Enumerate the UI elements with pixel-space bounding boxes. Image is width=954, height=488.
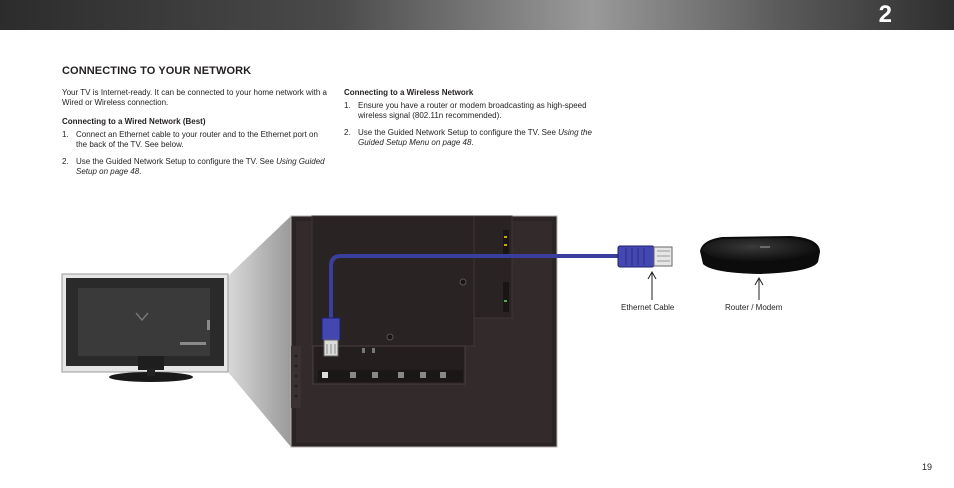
- wired-step-2-text: Use the Guided Network Setup to configur…: [76, 157, 277, 166]
- ethernet-cable: [321, 245, 673, 357]
- ethernet-cable-label: Ethernet Cable: [621, 303, 675, 312]
- intro-paragraph: Your TV is Internet-ready. It can be con…: [62, 88, 327, 107]
- wired-step-1-text: Connect an Ethernet cable to your router…: [76, 130, 318, 149]
- wireless-step-1: 1. Ensure you have a router or modem bro…: [344, 101, 587, 120]
- page-number: 19: [922, 462, 933, 472]
- chapter-number: 2: [878, 1, 892, 28]
- wireless-heading: Connecting to a Wireless Network: [344, 88, 474, 97]
- wired-step-2: 2. Use the Guided Network Setup to confi…: [62, 157, 325, 176]
- wireless-step-2-text: Use the Guided Network Setup to configur…: [358, 128, 559, 137]
- wireless-steps: 1. Ensure you have a router or modem bro…: [344, 101, 614, 148]
- router-modem-label: Router / Modem: [725, 303, 783, 312]
- router-pointer-arrow: [754, 276, 764, 286]
- header-bar: 2: [0, 0, 954, 30]
- wired-step-1: 1. Connect an Ethernet cable to your rou…: [62, 130, 318, 149]
- tv-rear-thumbnail: [61, 273, 229, 382]
- wireless-step-2: 2. Use the Guided Network Setup to confi…: [344, 128, 592, 147]
- section-title: CONNECTING TO YOUR NETWORK: [62, 65, 252, 77]
- wireless-column: Connecting to a Wireless Network 1. Ensu…: [344, 88, 614, 155]
- zoom-cone: [228, 216, 291, 447]
- wired-step-2-link: Using Guided Setup on page 48: [76, 157, 325, 176]
- wireless-step-2-link: Using the Guided Setup Menu on page 48: [358, 128, 592, 147]
- wireless-step-1-text: Ensure you have a router or modem broadc…: [358, 101, 587, 120]
- wired-column: Your TV is Internet-ready. It can be con…: [62, 88, 327, 184]
- wired-steps: 1. Connect an Ethernet cable to your rou…: [62, 130, 327, 177]
- ethernet-pointer-arrow: [647, 270, 657, 280]
- router-icon: [700, 236, 820, 274]
- wired-heading: Connecting to a Wired Network (Best): [62, 117, 206, 126]
